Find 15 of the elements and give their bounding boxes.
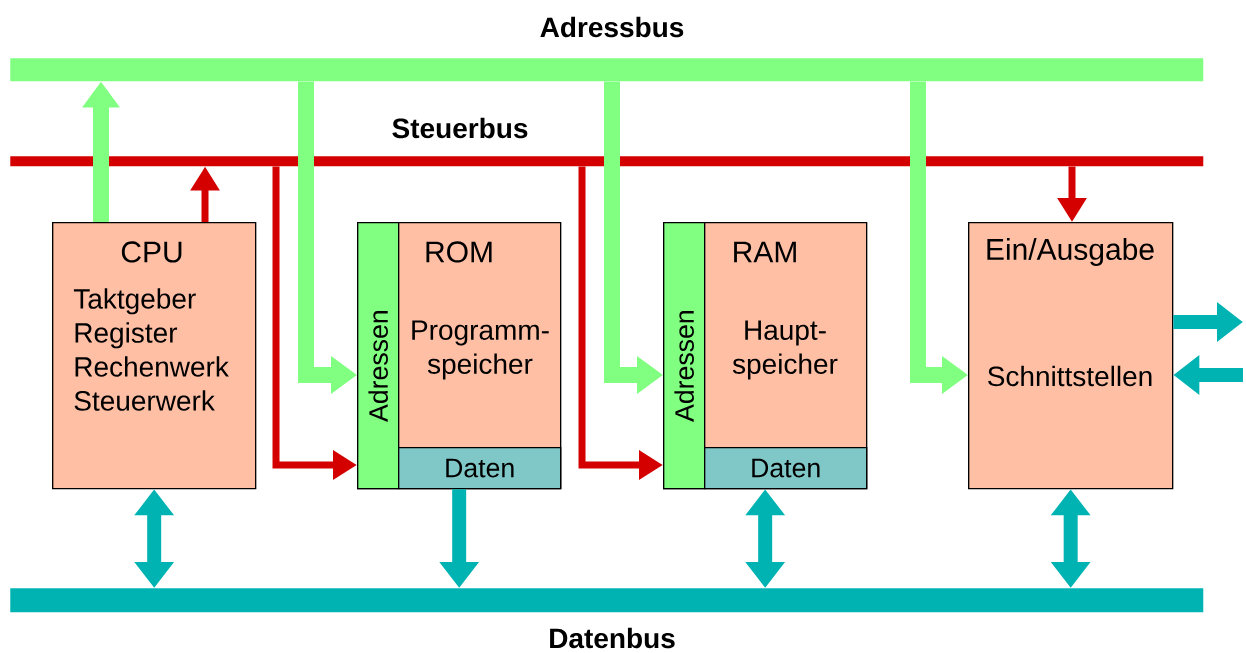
strip-label: Adressen [674,311,694,422]
data-strip: Daten [398,447,562,490]
box-text: Programm- speicher [412,320,549,380]
box-title: CPU [121,241,182,263]
box-text: Taktgeber Register Rechenwerk Steuerwerk [73,288,229,411]
box-title: RAM [734,241,796,263]
bus-label: Steuerbus [392,117,528,139]
bus-label: Datenbus [550,627,675,649]
box-title: Ein/Ausgabe [987,238,1154,266]
box-text: Haupt- speicher [732,320,838,380]
box-text: Schnittstellen [988,365,1152,387]
box-title: ROM [426,241,492,263]
strip-label: Adressen [368,311,388,422]
bus-label: Adressbus [540,16,684,38]
data-strip: Daten [704,447,868,490]
